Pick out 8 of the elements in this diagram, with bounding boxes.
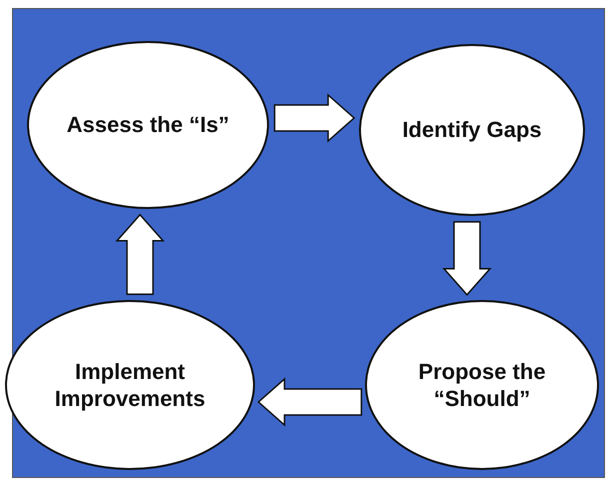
node-label: Identify Gaps [401, 116, 543, 144]
node-label: Assess the “Is” [66, 111, 230, 139]
node-label: Propose the “Should” [417, 358, 547, 412]
node-label: Implement Improvements [54, 358, 206, 412]
block-arrow [257, 377, 362, 427]
block-arrow [274, 93, 356, 143]
block-arrow [115, 214, 165, 296]
block-arrow [442, 221, 492, 296]
